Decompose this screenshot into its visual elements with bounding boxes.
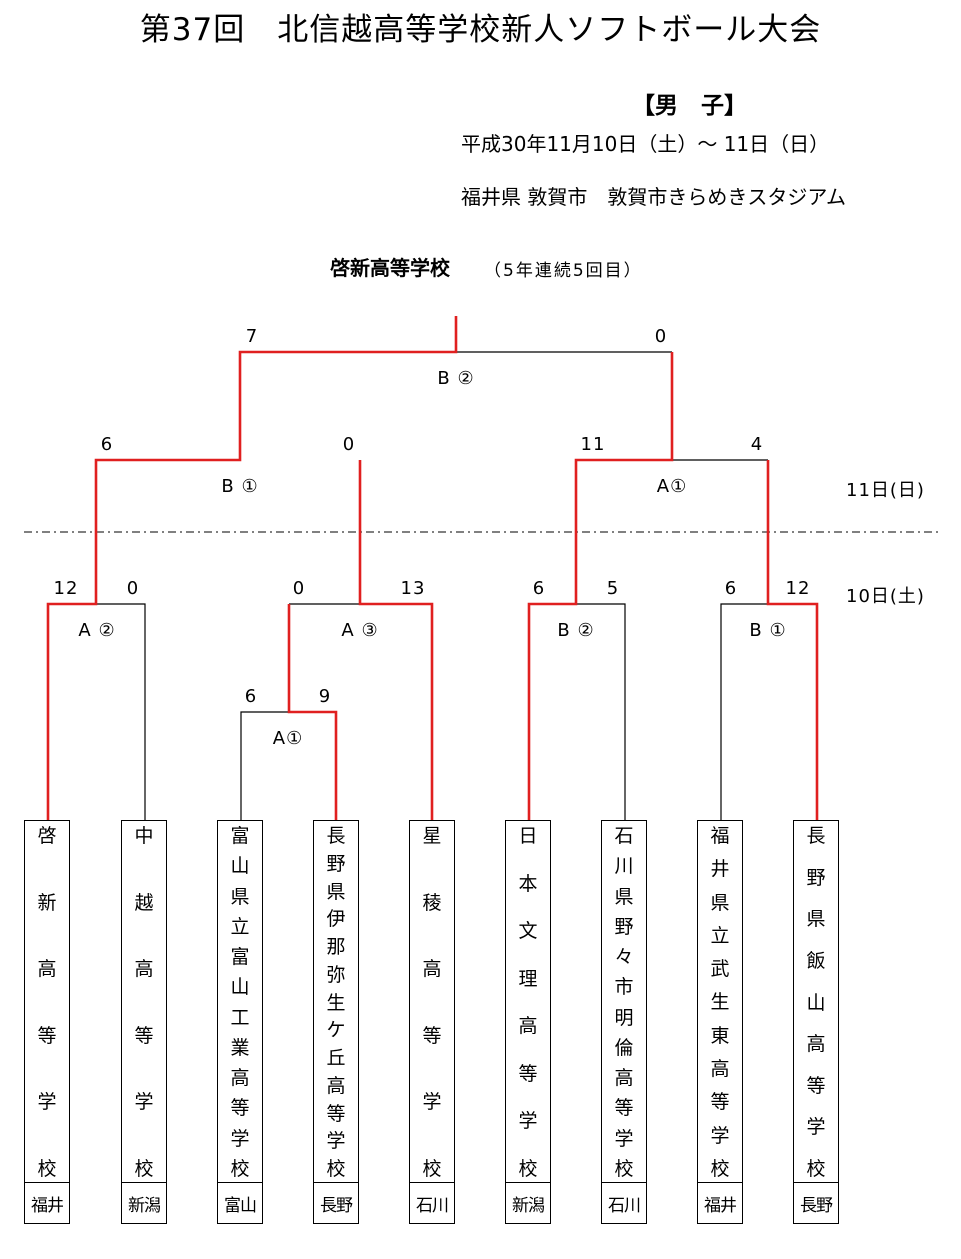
final-court-label: B ② bbox=[437, 368, 475, 389]
day1-label: 10日(土) bbox=[846, 586, 925, 607]
r1-m1-left-score: 12 bbox=[53, 578, 79, 599]
bracket-line bbox=[576, 603, 626, 820]
play-in-court-label: A① bbox=[272, 728, 304, 749]
team-name: 長野県飯山高等学校 bbox=[806, 825, 826, 1180]
r1-m4-left-score: 6 bbox=[724, 578, 738, 599]
winner-path-champion bbox=[46, 316, 458, 820]
team-box: 長野県伊那弥生ケ丘高等学校長野 bbox=[313, 820, 359, 1224]
r1-m1-court-label: A ② bbox=[78, 620, 116, 641]
event-dates: 平成30年11月10日（土）～ 11日（日） bbox=[461, 132, 830, 156]
semi-left-right-score: 0 bbox=[342, 434, 356, 455]
winner-path bbox=[287, 604, 338, 820]
team-name: 福井県立武生東高等学校 bbox=[710, 825, 730, 1180]
bracket-line bbox=[96, 603, 146, 820]
team-name: 中越高等学校 bbox=[134, 825, 154, 1180]
semi-left-court-label: B ① bbox=[221, 476, 259, 497]
bracket-line bbox=[720, 603, 768, 820]
team-name: 啓新高等学校 bbox=[37, 825, 57, 1180]
champion-note: （5年連続5回目） bbox=[484, 261, 643, 281]
winner-path bbox=[766, 460, 819, 820]
bracket-line bbox=[240, 711, 289, 820]
final-right-score: 0 bbox=[654, 326, 668, 347]
team-box: 石川県野々市明倫高等学校石川 bbox=[601, 820, 647, 1224]
team-prefecture: 長野 bbox=[794, 1182, 838, 1223]
team-box: 富山県立富山工業高等学校富山 bbox=[217, 820, 263, 1224]
team-prefecture: 長野 bbox=[314, 1182, 358, 1223]
r1-m2-left-score: 0 bbox=[292, 578, 306, 599]
semi-right-right-score: 4 bbox=[750, 434, 764, 455]
r1-m3-right-score: 5 bbox=[606, 578, 620, 599]
page-title: 第37回 北信越高等学校新人ソフトボール大会 bbox=[139, 12, 822, 48]
team-prefecture: 福井 bbox=[698, 1182, 742, 1223]
team-prefecture: 新潟 bbox=[122, 1182, 166, 1223]
winner-path bbox=[527, 352, 674, 820]
team-name: 石川県野々市明倫高等学校 bbox=[614, 825, 634, 1180]
team-prefecture: 石川 bbox=[602, 1182, 646, 1223]
winner-path bbox=[358, 460, 434, 820]
division-label: 【男 子】 bbox=[632, 93, 747, 119]
play-in-right-score: 9 bbox=[318, 686, 332, 707]
final-left-score: 7 bbox=[245, 326, 259, 347]
team-box: 啓新高等学校福井 bbox=[24, 820, 70, 1224]
r1-m4-court-label: B ① bbox=[749, 620, 787, 641]
team-box: 星稜高等学校石川 bbox=[409, 820, 455, 1224]
r1-m3-left-score: 6 bbox=[532, 578, 546, 599]
team-prefecture: 福井 bbox=[25, 1182, 69, 1223]
team-box: 福井県立武生東高等学校福井 bbox=[697, 820, 743, 1224]
team-name: 日本文理高等学校 bbox=[518, 825, 538, 1180]
team-name: 富山県立富山工業高等学校 bbox=[230, 825, 250, 1180]
semi-left-left-score: 6 bbox=[100, 434, 114, 455]
team-prefecture: 富山 bbox=[218, 1182, 262, 1223]
team-box: 中越高等学校新潟 bbox=[121, 820, 167, 1224]
r1-m4-right-score: 12 bbox=[785, 578, 811, 599]
team-box: 日本文理高等学校新潟 bbox=[505, 820, 551, 1224]
r1-m1-right-score: 0 bbox=[126, 578, 140, 599]
r1-m2-right-score: 13 bbox=[400, 578, 426, 599]
play-in-left-score: 6 bbox=[244, 686, 258, 707]
team-prefecture: 新潟 bbox=[506, 1182, 550, 1223]
r1-m2-court-label: A ③ bbox=[341, 620, 379, 641]
team-prefecture: 石川 bbox=[410, 1182, 454, 1223]
team-name: 星稜高等学校 bbox=[422, 825, 442, 1180]
day2-label: 11日(日) bbox=[846, 480, 925, 501]
event-venue: 福井県 敦賀市 敦賀市きらめきスタジアム bbox=[461, 185, 846, 209]
semi-right-left-score: 11 bbox=[580, 434, 606, 455]
r1-m3-court-label: B ② bbox=[557, 620, 595, 641]
team-name: 長野県伊那弥生ケ丘高等学校 bbox=[326, 825, 346, 1180]
team-box: 長野県飯山高等学校長野 bbox=[793, 820, 839, 1224]
semi-right-court-label: A① bbox=[656, 476, 688, 497]
champion-name: 啓新高等学校 bbox=[330, 256, 450, 280]
